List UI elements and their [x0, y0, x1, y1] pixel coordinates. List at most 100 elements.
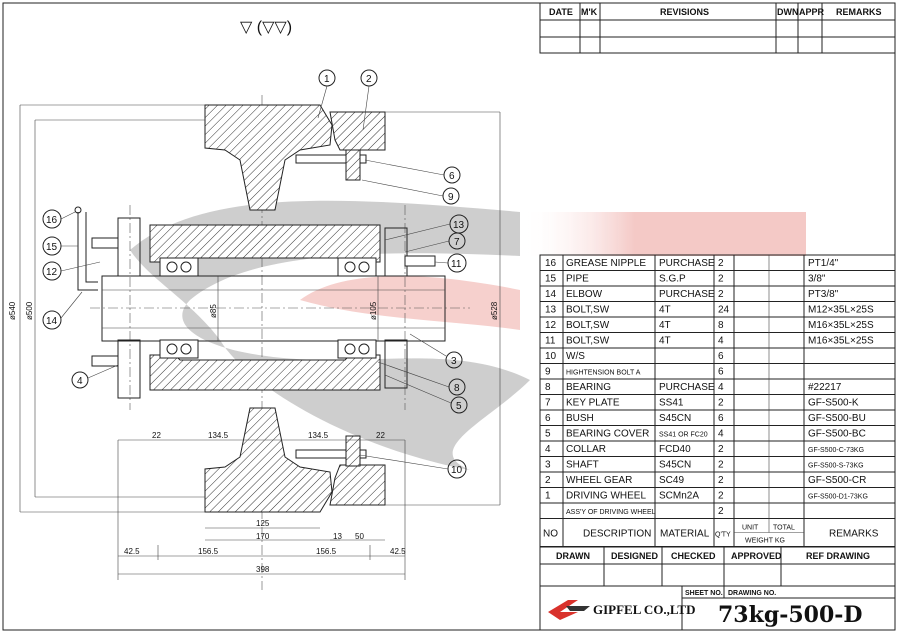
svg-text:12: 12 — [46, 267, 58, 278]
parts-remarks: M16×35L×25S — [808, 320, 874, 331]
dim-13: 13 — [333, 532, 342, 541]
balloon-12: 12 — [42, 261, 101, 281]
parts-description: DRIVING WHEEL — [566, 491, 646, 502]
tb-ref-drawing: REF DRAWING — [806, 551, 870, 561]
parts-no: 13 — [545, 305, 557, 316]
svg-text:5: 5 — [456, 401, 462, 412]
svg-text:11: 11 — [451, 259, 462, 270]
parts-header-material: MATERIAL — [660, 529, 710, 540]
parts-description: WHEEL GEAR — [566, 475, 632, 486]
rev-header-date: DATE — [549, 7, 573, 17]
parts-no: 8 — [545, 382, 551, 393]
balloon-14: 14 — [42, 291, 83, 330]
svg-text:15: 15 — [46, 242, 58, 253]
parts-no: 11 — [545, 336, 556, 347]
tb-drawn: DRAWN — [556, 551, 590, 561]
dim-134-right: 134.5 — [308, 431, 329, 440]
parts-description: BEARING COVER — [566, 429, 649, 440]
svg-text:1: 1 — [324, 74, 330, 85]
dim-22-right: 22 — [376, 431, 385, 440]
svg-text:8: 8 — [454, 383, 460, 394]
dim-42-right: 42.5 — [390, 547, 406, 556]
parts-material: S45CN — [659, 460, 691, 471]
parts-remarks: #22217 — [808, 382, 842, 393]
balloon-6: 6 — [364, 159, 461, 184]
dim-d528: ø528 — [490, 301, 499, 320]
svg-text:7: 7 — [454, 237, 460, 248]
parts-description: ELBOW — [566, 289, 603, 300]
balloon-11: 11 — [434, 253, 467, 273]
parts-description: ASS'Y OF DRIVING WHEEL — [566, 509, 656, 516]
parts-no: 5 — [545, 429, 551, 440]
parts-description: BEARING — [566, 382, 611, 393]
parts-no: 10 — [545, 351, 557, 362]
parts-remarks: GF-S500-CR — [808, 475, 866, 486]
dim-156-right: 156.5 — [316, 547, 337, 556]
tb-approved: APPROVED — [731, 551, 782, 561]
parts-material: S45CN — [659, 413, 691, 424]
balloon-3: 3 — [409, 333, 463, 369]
parts-qty: 4 — [718, 429, 724, 440]
parts-qty: 6 — [718, 413, 724, 424]
parts-remarks: 3/8" — [808, 274, 826, 285]
parts-no: 4 — [545, 444, 551, 455]
parts-header-qty: Q'TY — [715, 532, 731, 539]
parts-no: 14 — [545, 289, 557, 300]
parts-description: COLLAR — [566, 444, 606, 455]
parts-row: 5 BEARING COVER SS41 OR FC20 4 GF-S500-BC — [545, 429, 866, 440]
parts-row: ASS'Y OF DRIVING WHEEL 2 — [566, 506, 724, 517]
svg-text:6: 6 — [449, 171, 455, 182]
parts-no: 16 — [545, 258, 557, 269]
parts-qty: 24 — [718, 305, 730, 316]
rev-header-dwn: DWN — [777, 7, 799, 17]
parts-header-description: DESCRIPTION — [583, 529, 651, 540]
dim-125: 125 — [256, 519, 270, 528]
parts-remarks: GF-S500-BC — [808, 429, 866, 440]
parts-header-no: NO — [543, 529, 558, 540]
parts-remarks: GF-S500-D1-73KG — [808, 494, 868, 501]
parts-qty: 2 — [718, 506, 724, 517]
dim-d85: ø85 — [209, 304, 218, 318]
balloon-5: 5 — [384, 374, 468, 414]
balloon-15: 15 — [42, 236, 78, 256]
watermark-logo — [130, 200, 806, 471]
parts-remarks: PT3/8" — [808, 289, 839, 300]
parts-remarks: GF-S500-C-73KG — [808, 447, 864, 454]
parts-remarks: PT1/4" — [808, 258, 839, 269]
tb-drawing-no: DRAWING NO. — [728, 590, 776, 597]
parts-qty: 2 — [718, 398, 724, 409]
parts-no: 12 — [545, 320, 557, 331]
balloon-10: 10 — [359, 454, 467, 479]
parts-qty: 2 — [718, 258, 724, 269]
svg-text:2: 2 — [366, 74, 372, 85]
parts-description: BOLT,SW — [566, 320, 610, 331]
parts-header-remarks: REMARKS — [829, 529, 879, 540]
svg-text:4: 4 — [77, 376, 83, 387]
parts-no: 1 — [545, 491, 551, 502]
parts-description: BOLT,SW — [566, 336, 610, 347]
parts-material: SS41 — [659, 398, 684, 409]
parts-material: SS41 OR FC20 — [659, 432, 708, 439]
svg-text:16: 16 — [46, 215, 58, 226]
parts-material: PURCHASE — [659, 258, 715, 269]
parts-material: PURCHASE — [659, 382, 715, 393]
dim-50: 50 — [355, 532, 364, 541]
parts-qty: 4 — [718, 336, 724, 347]
svg-text:9: 9 — [448, 192, 454, 203]
title-block: DRAWN DESIGNED CHECKED APPROVED REF DRAW… — [539, 546, 896, 631]
balloon-16: 16 — [42, 209, 76, 229]
tb-checked: CHECKED — [671, 551, 716, 561]
revisions-table: DATE M'K REVISIONS DWN APPR REMARKS — [539, 2, 896, 54]
parts-qty: 2 — [718, 475, 724, 486]
parts-description: GREASE NIPPLE — [566, 258, 646, 269]
parts-remarks: GF-S500-BU — [808, 413, 866, 424]
driving-wheel-section — [19, 95, 501, 590]
